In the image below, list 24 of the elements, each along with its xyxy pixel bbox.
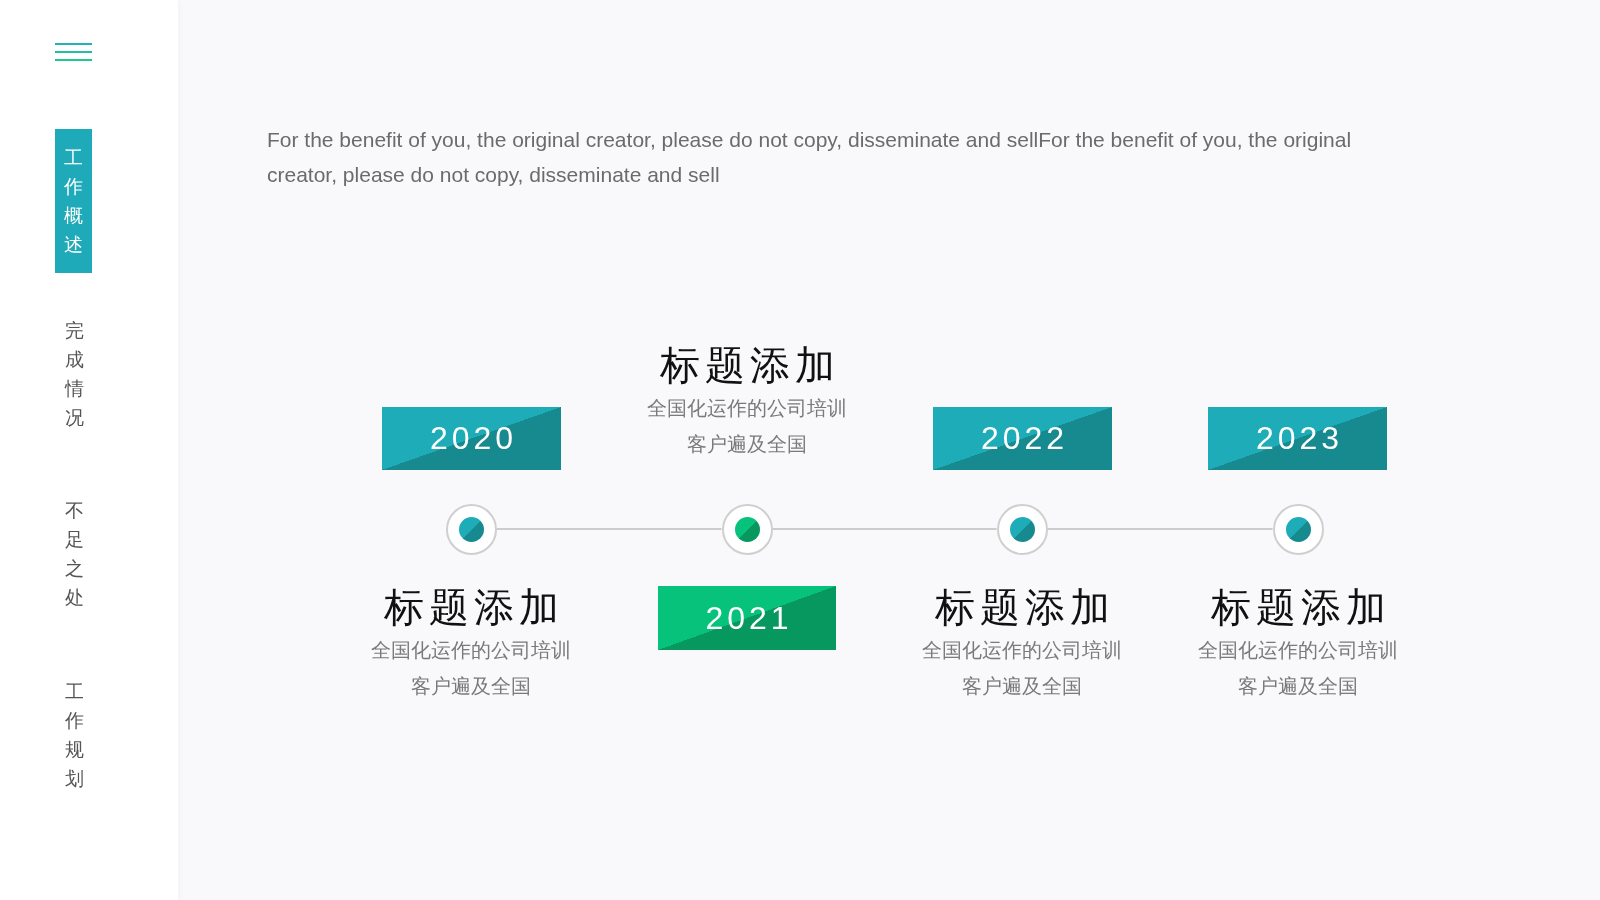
nav-tab: 工作概述 [55, 129, 92, 273]
milestone-title: 标题添加 [933, 584, 1116, 631]
nav-item-label: 完成情况 [63, 319, 85, 430]
milestone-description: 全国化运作的公司培训客户遍及全国 [646, 396, 848, 457]
timeline-dot-icon [1271, 502, 1325, 556]
milestone-description: 全国化运作的公司培训客户遍及全国 [921, 638, 1123, 699]
connector-line [1046, 528, 1274, 530]
year-banner: 2020 [382, 407, 561, 470]
connector-line [771, 528, 998, 530]
timeline-dot-icon [720, 502, 774, 556]
connector-line [495, 528, 723, 530]
milestone-title: 标题添加 [658, 342, 841, 389]
year-banner: 2021 [658, 586, 836, 650]
milestone-description: 全国化运作的公司培训客户遍及全国 [1197, 638, 1399, 699]
nav-item-label: 不足之处 [63, 499, 85, 610]
year-banner: 2022 [933, 407, 1112, 470]
milestone-description: 全国化运作的公司培训客户遍及全国 [370, 638, 572, 699]
timeline-dot-icon [444, 502, 498, 556]
year-banner: 2023 [1208, 407, 1387, 470]
body-paragraph: For the benefit of you, the original creator, please do not copy, disseminate and sellFor the benefit of you, the original creator, please do not copy, disseminate and sell [267, 127, 1353, 188]
timeline-dot-icon [995, 502, 1049, 556]
milestone-title: 标题添加 [1209, 584, 1392, 631]
milestone-title: 标题添加 [382, 584, 565, 631]
nav-item-label: 工作规划 [63, 680, 85, 791]
